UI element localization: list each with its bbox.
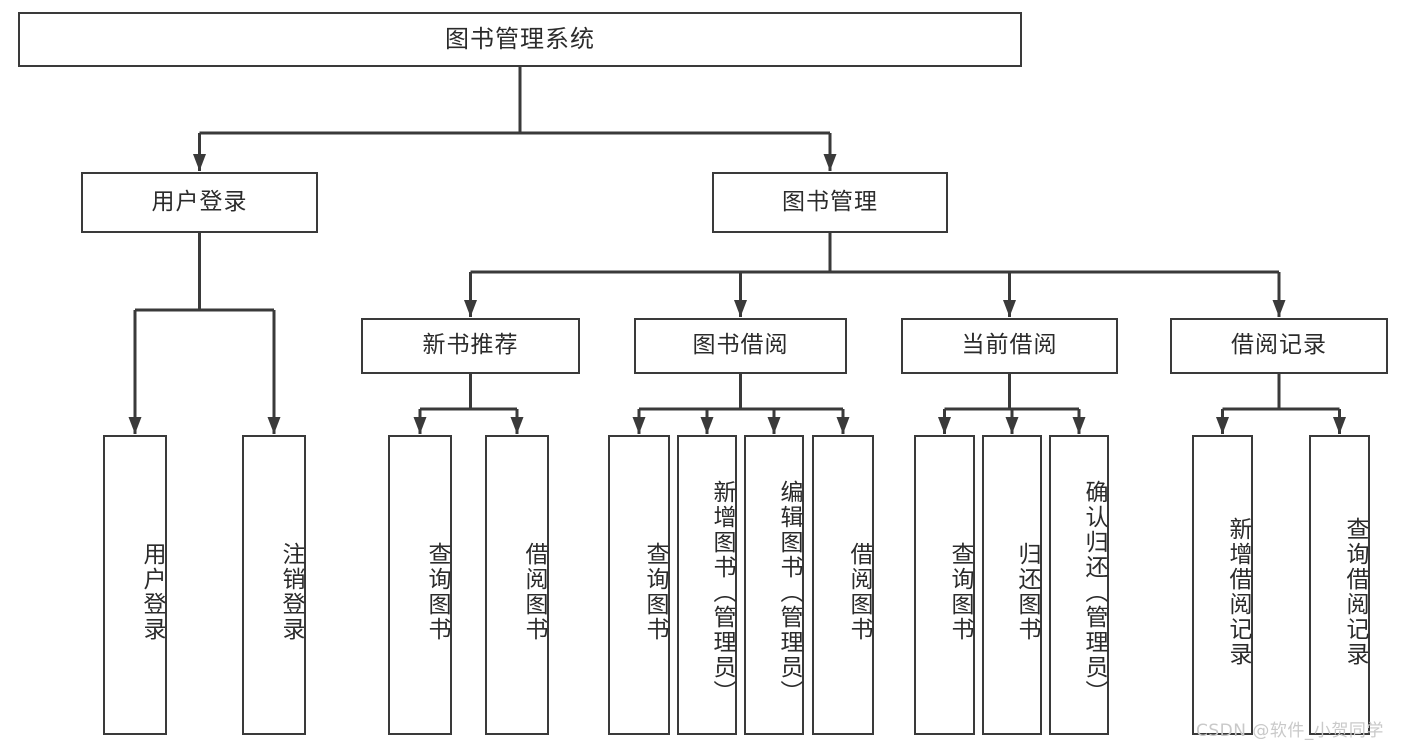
node-leaf-record-add[interactable]: 新增借阅记录 (1192, 435, 1253, 735)
node-leaf-recommend-query-label: 查询图书 (424, 542, 450, 642)
node-new-book-recommend[interactable]: 新书推荐 (361, 318, 580, 374)
node-leaf-current-confirm[interactable]: 确认归还（管理员） (1049, 435, 1109, 735)
node-leaf-current-return-label: 归还图书 (1014, 542, 1040, 642)
node-leaf-borrow-lend[interactable]: 借阅图书 (812, 435, 874, 735)
node-leaf-recommend-query[interactable]: 查询图书 (388, 435, 452, 735)
node-current-borrow[interactable]: 当前借阅 (901, 318, 1118, 374)
node-leaf-record-add-label: 新增借阅记录 (1225, 517, 1251, 667)
node-leaf-current-query-label: 查询图书 (947, 542, 973, 642)
node-book-manage-label: 图书管理 (782, 188, 878, 215)
node-leaf-borrow-lend-label: 借阅图书 (846, 542, 872, 642)
node-new-book-recommend-label: 新书推荐 (422, 332, 519, 359)
node-leaf-user-logout-label: 注销登录 (278, 542, 304, 642)
node-leaf-borrow-query-label: 查询图书 (642, 542, 668, 642)
node-current-borrow-label: 当前借阅 (961, 332, 1058, 359)
node-leaf-recommend-borrow[interactable]: 借阅图书 (485, 435, 549, 735)
node-root[interactable]: 图书管理系统 (18, 12, 1022, 67)
node-leaf-borrow-edit-label: 编辑图书（管理员） (776, 479, 802, 705)
node-leaf-record-query-label: 查询借阅记录 (1342, 517, 1368, 667)
node-leaf-user-login[interactable]: 用户登录 (103, 435, 167, 735)
node-borrow-record[interactable]: 借阅记录 (1170, 318, 1388, 374)
node-leaf-current-query[interactable]: 查询图书 (914, 435, 975, 735)
node-user-login-label: 用户登录 (151, 188, 248, 215)
node-user-login[interactable]: 用户登录 (81, 172, 318, 233)
node-book-borrow-label: 图书借阅 (692, 332, 789, 359)
node-root-label: 图书管理系统 (445, 25, 595, 54)
node-leaf-borrow-query[interactable]: 查询图书 (608, 435, 670, 735)
node-leaf-user-login-label: 用户登录 (139, 542, 165, 642)
node-book-manage[interactable]: 图书管理 (712, 172, 948, 233)
node-leaf-borrow-add-label: 新增图书（管理员） (709, 479, 735, 705)
node-borrow-record-label: 借阅记录 (1231, 332, 1327, 359)
node-leaf-recommend-borrow-label: 借阅图书 (521, 542, 547, 642)
node-leaf-current-return[interactable]: 归还图书 (982, 435, 1042, 735)
csdn-watermark: CSDN @软件_小贺同学 (1196, 721, 1384, 741)
node-book-borrow[interactable]: 图书借阅 (634, 318, 847, 374)
node-leaf-borrow-add[interactable]: 新增图书（管理员） (677, 435, 737, 735)
node-leaf-record-query[interactable]: 查询借阅记录 (1309, 435, 1370, 735)
node-leaf-user-logout[interactable]: 注销登录 (242, 435, 306, 735)
node-leaf-current-confirm-label: 确认归还（管理员） (1081, 479, 1107, 705)
node-leaf-borrow-edit[interactable]: 编辑图书（管理员） (744, 435, 804, 735)
